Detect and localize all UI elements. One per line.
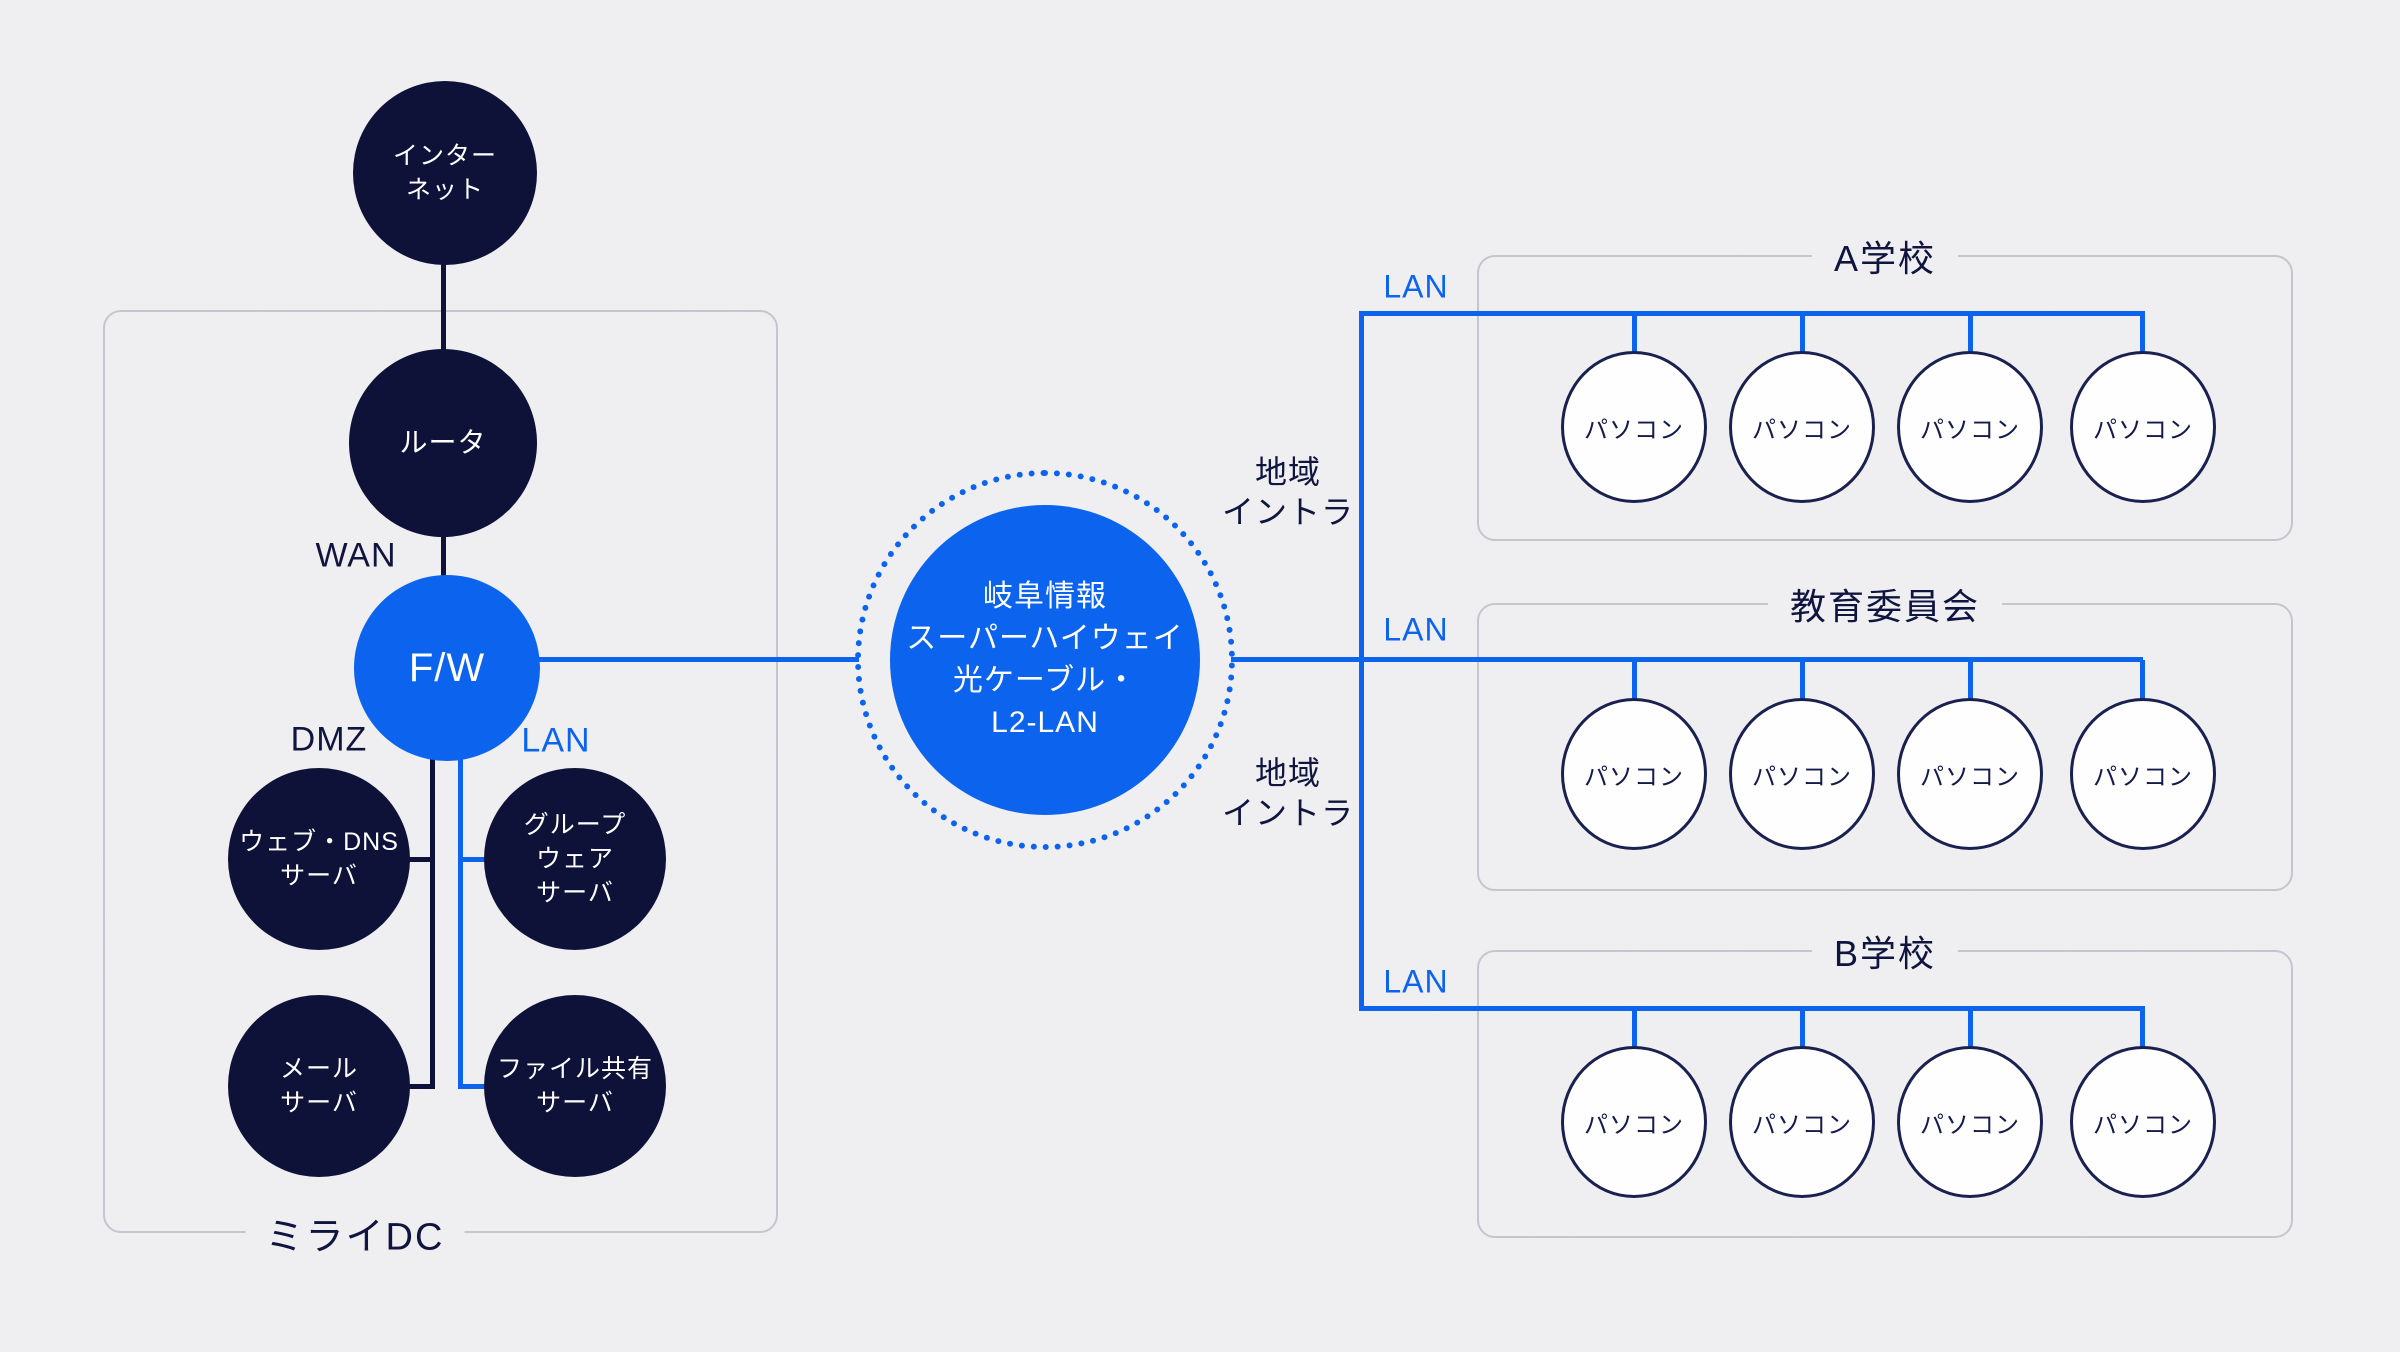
datacenter-label: ミライDC [245,1203,465,1263]
school-b-bus [1359,1006,2145,1011]
pc-label: パソコン [2093,763,2193,791]
link-hub-boe-bus [1231,657,2143,662]
pc-node: パソコン [1729,698,1875,850]
pc-node: パソコン [1897,698,2043,850]
pc-label: パソコン [1920,1111,2020,1139]
node-webdns-server: ウェブ・DNS サーバ [228,768,410,950]
hub-dotted-ring: 岐阜情報 スーパーハイウェイ 光ケーブル・ L2-LAN [855,470,1235,850]
node-firewall-label: F/W [408,646,486,690]
pc-node: パソコン [2070,698,2216,850]
node-webdns-label: ウェブ・DNS サーバ [239,828,399,890]
pc-node: パソコン [1561,1046,1707,1198]
school-a-bus [1359,311,2145,316]
school-b-lan-label: LAN [1383,963,1449,1000]
node-firewall: F/W [354,575,540,761]
node-groupware-server: グループ ウェア サーバ [484,768,666,950]
pc-node: パソコン [1897,351,2043,503]
pc-node: パソコン [1897,1046,2043,1198]
pc-node: パソコン [1561,351,1707,503]
regional-trunk-line [1359,311,1364,1011]
node-mail-label: メール サーバ [279,1055,358,1117]
pc-label: パソコン [1752,1111,1852,1139]
pc-label: パソコン [2093,416,2193,444]
pc-label: パソコン [2093,1111,2193,1139]
node-internet-label: インター ネット [392,142,497,204]
node-router-label: ルータ [399,427,487,458]
school-a-lan-label: LAN [1383,268,1449,305]
pc-label: パソコン [1920,763,2020,791]
pc-label: パソコン [1584,763,1684,791]
link-router-firewall [441,534,446,580]
pc-node: パソコン [1729,1046,1875,1198]
school-b-title: B学校 [1811,925,1959,977]
pc-node: パソコン [1561,698,1707,850]
pc-drop-line [1968,1008,1973,1050]
regional-intra-label-bottom: 地域 イントラ [1221,755,1355,831]
node-internet: インター ネット [353,81,537,265]
school-a-title: A学校 [1811,230,1959,282]
pc-drop-line [2140,313,2145,355]
hub-label: 岐阜情報 スーパーハイウェイ 光ケーブル・ L2-LAN [906,580,1184,739]
pc-node: パソコン [2070,1046,2216,1198]
node-fileshare-label: ファイル共有 サーバ [496,1055,653,1117]
pc-drop-line [2140,660,2145,702]
pc-node: パソコン [2070,351,2216,503]
pc-label: パソコン [1584,1111,1684,1139]
pc-label: パソコン [1752,416,1852,444]
node-router: ルータ [349,349,537,537]
link-firewall-hub [537,657,859,662]
node-fileshare-server: ファイル共有 サーバ [484,995,666,1177]
pc-label: パソコン [1584,416,1684,444]
dc-lan-label: LAN [521,721,591,760]
link-internet-router [441,262,446,354]
pc-label: パソコン [1920,416,2020,444]
pc-drop-line [1632,1008,1637,1050]
pc-drop-line [1632,313,1637,355]
pc-drop-line [1632,660,1637,702]
wan-label: WAN [315,536,397,575]
pc-drop-line [1800,313,1805,355]
pc-label: パソコン [1752,763,1852,791]
pc-drop-line [1968,660,1973,702]
node-mail-server: メール サーバ [228,995,410,1177]
board-of-education-title: 教育委員会 [1767,578,2003,630]
pc-drop-line [2140,1008,2145,1050]
node-groupware-label: グループ ウェア サーバ [523,811,627,907]
hub-gifu-highway: 岐阜情報 スーパーハイウェイ 光ケーブル・ L2-LAN [890,505,1200,815]
board-of-education-lan-label: LAN [1383,611,1449,648]
pc-drop-line [1800,1008,1805,1050]
pc-node: パソコン [1729,351,1875,503]
pc-drop-line [1968,313,1973,355]
regional-intra-label-top: 地域 イントラ [1221,454,1355,530]
dmz-label: DMZ [290,720,368,759]
pc-drop-line [1800,660,1805,702]
